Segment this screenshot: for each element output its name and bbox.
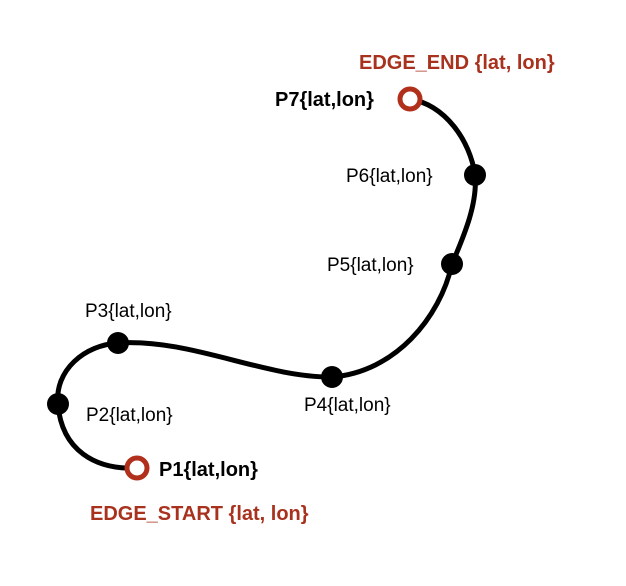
point-p4-marker [321,366,343,388]
point-p7-label: P7{lat,lon} [275,89,374,111]
edge-start-label: EDGE_START {lat, lon} [90,503,309,525]
point-p1-label: P1{lat,lon} [159,459,258,481]
edge-end-label: EDGE_END {lat, lon} [359,52,555,74]
point-p6-label: P6{lat,lon} [346,166,433,187]
point-p2-marker [47,393,69,415]
point-p3-label: P3{lat,lon} [85,301,172,322]
point-p4-label: P4{lat,lon} [304,395,391,416]
point-p5-label: P5{lat,lon} [327,255,414,276]
point-p2-label: P2{lat,lon} [86,405,173,426]
edge-start-marker [124,455,150,481]
edge-end-marker [397,86,423,112]
point-p5-marker [441,253,463,275]
point-p3-marker [107,332,129,354]
point-p6-marker [464,164,486,186]
